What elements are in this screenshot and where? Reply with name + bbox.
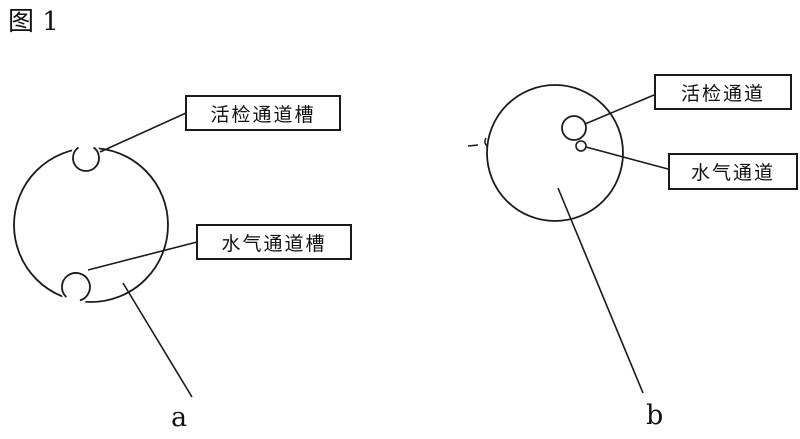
leader-line-water-air-groove: [87, 241, 198, 271]
tick-mark-dash: [467, 144, 479, 147]
pointer-line-a: [122, 282, 193, 398]
label-box-biopsy-channel-groove: 活检通道槽: [185, 95, 341, 131]
leader-line-biopsy-groove: [99, 112, 187, 153]
leader-line-water-air-channel: [585, 146, 669, 170]
leader-line-biopsy-channel: [584, 94, 655, 125]
water-air-channel-hole: [575, 140, 587, 152]
diagram-b-shapes: [467, 84, 669, 394]
diagram-a-shapes: [13, 112, 198, 398]
label-box-water-air-channel-groove: 水气通道槽: [196, 224, 352, 260]
water-air-channel-groove-notch: [61, 272, 91, 302]
label-box-biopsy-channel: 活检通道: [654, 74, 792, 110]
figure-title: 图 1: [8, 7, 59, 37]
pointer-line-b: [557, 187, 644, 394]
label-box-water-air-channel: 水气通道: [668, 153, 798, 190]
circle-b-outline: [486, 84, 624, 222]
biopsy-channel-groove-notch: [72, 146, 100, 172]
circle-a-outline: [13, 147, 169, 303]
biopsy-channel-hole: [561, 115, 587, 141]
caption-b: b: [646, 400, 664, 431]
caption-a: a: [171, 402, 188, 433]
